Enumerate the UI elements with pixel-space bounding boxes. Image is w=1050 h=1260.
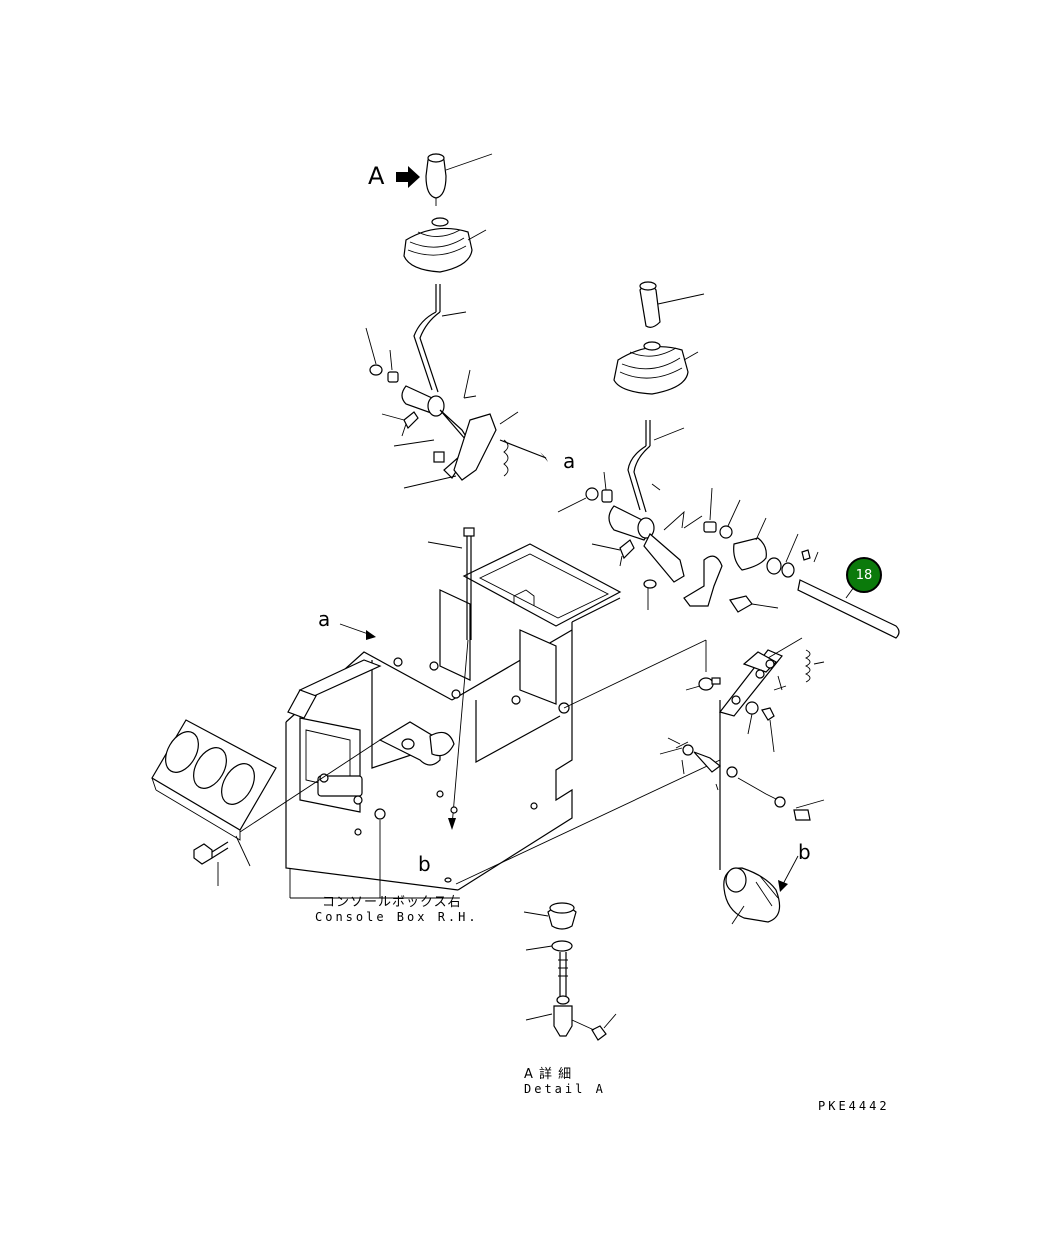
callout-18-number: 18 [855,567,873,583]
left-small-parts [365,327,548,489]
left-pivot-shaft [401,385,497,481]
reference-b-box-label: b [418,852,431,876]
detail-a-assembly [523,902,617,1041]
view-a-label: A [368,162,385,190]
left-shift-knob [425,153,493,206]
right-lever-rod [627,420,685,513]
reference-a-upper-label: a [563,449,576,473]
console-box-en-caption: Console Box R.H. [315,910,479,924]
right-linkage [659,637,825,870]
left-lever-boot [403,217,487,273]
callout-18-button[interactable]: 18 [846,557,882,593]
right-pivot-shaft [608,505,703,583]
console-box-jp-caption: コンソールボックス右 [322,895,462,910]
detail-a-jp-caption: A 詳 細 [524,1067,573,1082]
console-leader-lines [289,820,456,899]
reference-a-box-label: a [318,607,331,631]
view-a-arrow [396,166,420,188]
reference-b-right-label: b [798,840,811,864]
b-arrow-right [778,855,799,892]
left-lever-rod [413,284,467,393]
console-pad [151,719,381,867]
console-box [285,527,721,891]
drawing-code: PKE4442 [818,1099,890,1113]
right-lever-knob [639,281,705,328]
right-lever-boot [613,341,699,395]
pad-bolt [193,841,229,886]
detail-a-en-caption: Detail A [524,1082,606,1096]
actuator-cylinder [723,867,781,925]
right-small-parts [557,471,900,639]
